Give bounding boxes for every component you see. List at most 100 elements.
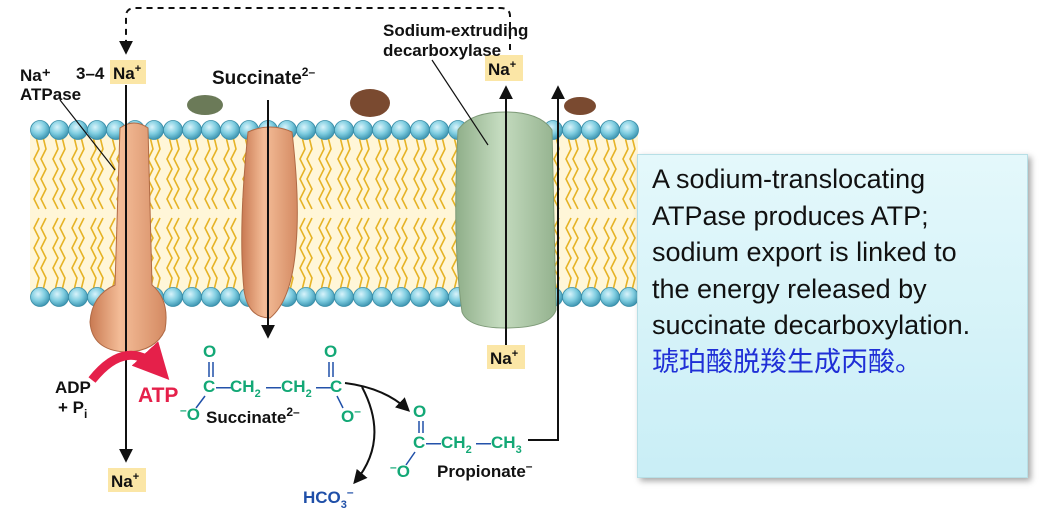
explanation-line-5: succinate decarboxylation. (652, 310, 971, 340)
lipid-tail (344, 138, 351, 210)
lipid-tail (382, 217, 389, 289)
atp-label: ATP (138, 384, 178, 407)
lipid-tail (610, 138, 617, 210)
lipid-tail (584, 138, 591, 210)
decarboxylase-label-line2: decarboxylase (383, 41, 501, 60)
atom-O: O (324, 342, 337, 361)
svg-text:CH2: CH2 (230, 377, 261, 400)
lipid-tail (584, 217, 591, 289)
lipid-head (334, 287, 354, 307)
svg-text:–O: –O (180, 403, 200, 424)
lipid-tail (344, 217, 351, 289)
lipid-heads-upper (30, 120, 639, 140)
lipid-head (315, 120, 335, 140)
lipid-tail (325, 217, 332, 289)
lipid-tail (185, 217, 192, 289)
svg-text:—: — (266, 379, 281, 396)
na-ion-box-top-right: Na+ (485, 55, 523, 81)
lipid-tail (154, 217, 161, 289)
propionate-label: Propionate (437, 462, 526, 481)
lipid-tail (192, 138, 199, 210)
succinate-transporter-protein (241, 126, 298, 319)
lipid-head (315, 287, 335, 307)
lipid-head (391, 120, 411, 140)
lipid-tail (97, 217, 104, 289)
lipid-head (334, 120, 354, 140)
lipid-tail (166, 138, 173, 210)
atom-C: C (203, 377, 215, 396)
atom-O: O (397, 462, 410, 481)
peripheral-protein-blob (564, 97, 596, 115)
lipid-tail (413, 217, 420, 289)
lipid-tail (439, 217, 446, 289)
lipid-tail (109, 217, 116, 289)
lipid-tail (173, 217, 180, 289)
lipid-tail (629, 138, 636, 210)
lipid-tail (394, 138, 401, 210)
lipid-tail (420, 217, 427, 289)
lipid-tail (166, 217, 173, 289)
svg-text:Propionate–: Propionate– (437, 459, 533, 481)
pi-label: + Pi (58, 398, 87, 421)
na-cycle-dashed-arrow (119, 7, 511, 55)
lipid-tail (109, 138, 116, 210)
lipid-tail (52, 138, 59, 210)
lipid-tail (59, 138, 66, 210)
atom-O: O (203, 342, 216, 361)
lipid-tail (325, 138, 332, 210)
lipid-tail (432, 138, 439, 210)
lipid-tail (40, 138, 47, 210)
atom-C: C (413, 433, 425, 452)
lipid-tail (154, 138, 161, 210)
co2-release-arrow (353, 386, 376, 485)
lipid-head (201, 120, 221, 140)
svg-text:—: — (426, 435, 441, 452)
lipid-tail (356, 217, 363, 289)
lipid-tail (204, 138, 211, 210)
svg-text:Na+: Na+ (113, 63, 141, 83)
lipid-head (220, 120, 240, 140)
explanation-line-3: sodium export is linked to (652, 237, 957, 267)
svg-text:—: — (476, 435, 491, 452)
lipid-tail (572, 217, 579, 289)
decarboxylase-label-line1: Sodium-extruding (383, 21, 528, 40)
lipid-head (581, 120, 601, 140)
lipid-tail (306, 217, 313, 289)
group-CH3: CH (491, 433, 516, 452)
decarboxylation-arrow (344, 382, 411, 412)
lipid-head (600, 120, 620, 140)
lipid-tail (33, 217, 40, 289)
lipid-tail (451, 138, 458, 210)
atom-O: O (187, 405, 200, 424)
lipid-head (372, 287, 392, 307)
atom-O: O (341, 407, 354, 426)
lipid-tail (230, 217, 237, 289)
lipid-head (410, 287, 430, 307)
lipid-head (30, 120, 50, 140)
lipid-tail (603, 217, 610, 289)
lipid-tail (420, 138, 427, 210)
peripheral-protein-blob (350, 89, 390, 117)
lipid-tail (71, 138, 78, 210)
atp-synthesis-arrow (88, 341, 170, 383)
lipid-head (429, 287, 449, 307)
lipid-tail (394, 217, 401, 289)
svg-text:CH2: CH2 (281, 377, 312, 400)
lipid-head (372, 120, 392, 140)
group-CH2: CH (441, 433, 466, 452)
na-ion-text: Na (111, 472, 133, 491)
adp-label: ADP (55, 378, 91, 397)
svg-text:—: — (316, 379, 331, 396)
lipid-head (87, 120, 107, 140)
lipid-tail (211, 138, 218, 210)
lipid-tail (306, 138, 313, 210)
lipid-tail (78, 138, 85, 210)
lipid-tail (572, 138, 579, 210)
lipid-head (410, 120, 430, 140)
lipid-head (49, 120, 69, 140)
svg-text:—: — (216, 379, 231, 396)
lipid-tail (59, 217, 66, 289)
svg-text:Na+: Na+ (488, 59, 516, 79)
lipid-tail (78, 217, 85, 289)
